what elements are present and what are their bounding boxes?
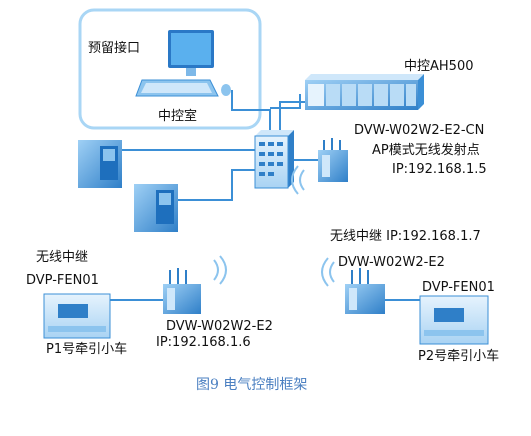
fen-right-label: DVP-FEN01 [422,280,495,295]
plc-ah500 [305,74,424,110]
fen-left-label: DVP-FEN01 [26,273,99,288]
ap-ip-label: IP:192.168.1.5 [392,162,487,177]
radio-left-model-label: DVW-W02W2-E2 [166,319,273,334]
cart-module-right [419,295,489,345]
figure-caption: 图9 电气控制框架 [196,377,308,393]
network-switch [254,130,294,189]
cart2-label: P2号牵引小车 [418,349,500,364]
computer-icon [135,30,231,97]
reserved-interface-label: 预留接口 [88,41,141,56]
radio-left-ip-label: IP:192.168.1.6 [156,335,251,350]
ap-wireless-unit [291,138,348,195]
radio-left [163,255,227,314]
ap-mode-label: AP模式无线发射点 [372,143,480,158]
cart-module-left [43,293,111,339]
relay-right-label: 无线中继 IP:192.168.1.7 [330,229,481,244]
operator-panel-1 [78,140,122,188]
ap-model-label: DVW-W02W2-E2-CN [354,123,485,138]
relay-left-label: 无线中继 [36,250,89,265]
control-room-box [78,8,262,130]
plc-label: 中控AH500 [404,59,474,74]
operator-panel-2 [134,184,178,232]
radio-right-model-label: DVW-W02W2-E2 [338,255,445,270]
network-links [110,90,420,301]
control-room-label: 中控室 [158,109,198,124]
cart1-label: P1号牵引小车 [46,342,128,357]
radio-right [321,257,385,314]
